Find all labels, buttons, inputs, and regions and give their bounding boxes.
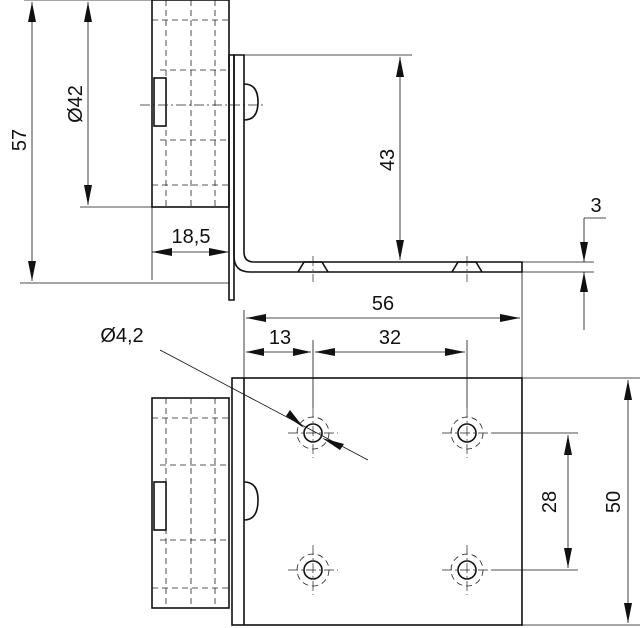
pin-hole <box>153 77 167 127</box>
dim-diameter-42-label: Ø42 <box>65 85 87 123</box>
side-view <box>140 0 523 301</box>
plan-view <box>151 377 523 626</box>
dim-plate-height: 50 <box>522 377 640 626</box>
dim-hole-spacing-y: 28 <box>492 432 578 571</box>
dim-56-label: 56 <box>372 293 394 315</box>
dim-18-5-label: 18,5 <box>172 226 211 248</box>
pin-hole-plan <box>153 481 167 531</box>
dim-width-total: 56 <box>243 272 523 378</box>
dim-50-label: 50 <box>603 491 625 513</box>
hole-top-right <box>442 408 492 458</box>
dim-thickness: 3 <box>522 195 606 330</box>
dim-43-label: 43 <box>377 149 399 171</box>
dim-height-total: 57 <box>9 0 229 284</box>
bracket-bump-plan <box>243 481 259 521</box>
dim-57-label: 57 <box>9 129 31 151</box>
hole-bottom-left <box>288 545 338 595</box>
dim-28-label: 28 <box>539 491 561 513</box>
dim-cylinder-diameter: Ø42 <box>65 2 152 208</box>
dim-offset: 18,5 <box>151 207 230 300</box>
cylinder-body <box>151 0 230 208</box>
dim-hole-diameter: Ø4,2 <box>100 325 369 461</box>
bracket-bump <box>243 83 259 121</box>
dim-diameter-4-2-label: Ø4,2 <box>100 325 143 347</box>
cylinder-body-plan <box>151 397 230 609</box>
dim-leg-height: 43 <box>234 54 412 260</box>
dim-3-label: 3 <box>590 195 601 217</box>
dim-13-label: 13 <box>269 327 291 349</box>
hole-bottom-right <box>442 545 492 595</box>
dim-32-label: 32 <box>379 327 401 349</box>
dim-hole-positions: 13 32 <box>246 327 468 408</box>
bracket-plate <box>231 377 523 626</box>
hole-top-left <box>288 408 338 458</box>
